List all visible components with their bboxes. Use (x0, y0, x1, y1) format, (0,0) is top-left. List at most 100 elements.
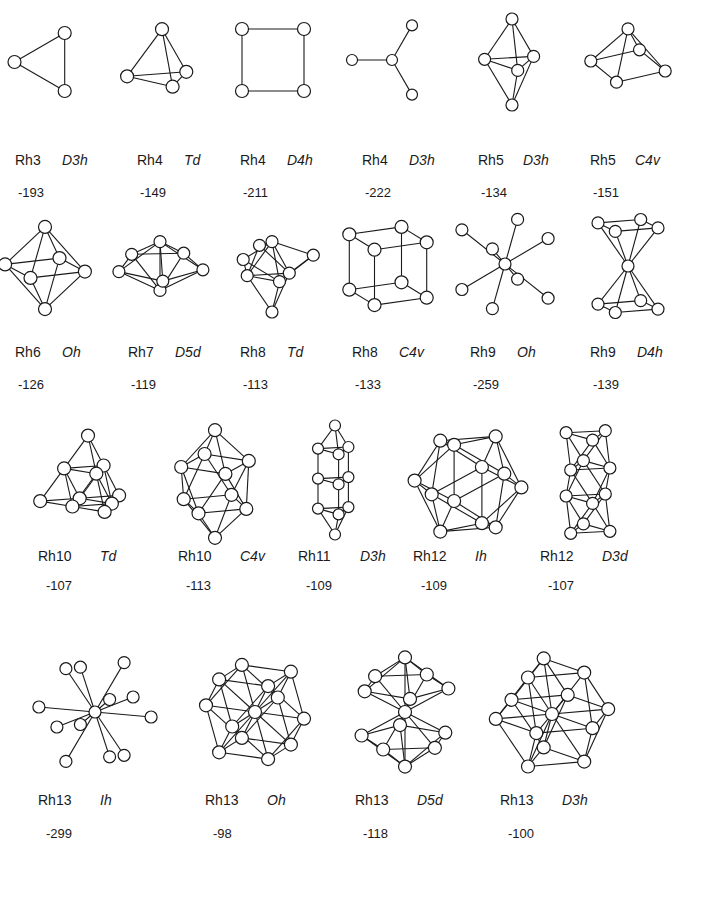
point-group: D3h (62, 151, 88, 169)
bond-line (426, 242, 427, 297)
rh-atom (343, 228, 356, 241)
bond-line (432, 441, 441, 495)
bond-line (544, 658, 552, 714)
bond-line (552, 714, 584, 762)
bond-line (39, 707, 95, 712)
bond-line (405, 733, 445, 767)
rh-atom (209, 531, 222, 544)
rh-atom (599, 488, 611, 500)
bond-line (242, 665, 255, 712)
bond-line (66, 712, 95, 761)
bond-line (5, 264, 45, 309)
rh-atom (486, 303, 498, 315)
point-group: C4v (635, 151, 660, 169)
point-group: Oh (267, 791, 286, 809)
bond-line (80, 667, 95, 712)
bond-line (485, 56, 534, 59)
rh-atom (237, 254, 249, 266)
bond-line (255, 712, 268, 759)
rh-atom (343, 442, 354, 453)
relative-energy: -109 (306, 577, 332, 595)
rh-atom (522, 760, 535, 773)
rh-atom (213, 746, 226, 759)
bond-line (454, 445, 455, 501)
bond-line (405, 657, 448, 688)
cluster-12 (34, 429, 126, 518)
rh-atom (113, 266, 125, 278)
rh-atom (274, 276, 286, 288)
rh-atom (434, 434, 447, 447)
relative-energy: -126 (18, 376, 44, 394)
rh-atom (428, 741, 441, 754)
rh-atom (420, 236, 433, 249)
rh-atom (546, 708, 559, 721)
rh-atom (333, 509, 344, 520)
bond-line (462, 230, 505, 264)
bond-line (242, 665, 278, 698)
bond-line (615, 266, 628, 313)
rh-atom (8, 56, 21, 69)
rh-atom (235, 658, 248, 671)
cluster-13 (175, 424, 256, 545)
bond-line (496, 678, 528, 719)
rh-atom (622, 260, 634, 272)
bond-line (268, 719, 304, 759)
rh-atom (266, 236, 278, 248)
cluster-14 (313, 420, 354, 540)
cluster-formula: Rh5 (590, 151, 616, 169)
rh-atom (219, 467, 232, 480)
rh-atom (118, 749, 130, 761)
rh-atom (78, 265, 91, 278)
bond-line (242, 28, 304, 29)
rh-atom (542, 292, 554, 304)
bond-line (232, 727, 268, 760)
bond-line (162, 29, 186, 72)
cluster-formula: Rh11 (298, 547, 330, 565)
cluster-9 (343, 220, 433, 311)
bond-line (127, 72, 186, 77)
rh-atom (652, 222, 664, 234)
bond-line (512, 658, 544, 699)
bond-line (15, 62, 65, 91)
rh-atom (635, 295, 647, 307)
cluster-17 (33, 657, 157, 768)
point-group: Oh (517, 343, 536, 361)
rh-atom (262, 753, 275, 766)
bond-line (481, 467, 482, 523)
rh-atom (659, 65, 671, 77)
bond-line (119, 242, 160, 272)
cluster-6 (0, 220, 91, 315)
bond-line (255, 672, 291, 712)
bond-line (184, 495, 232, 499)
rh-atom (284, 665, 297, 678)
rh-atom (90, 467, 103, 480)
rh-atom (98, 505, 111, 518)
relative-energy: -109 (421, 577, 447, 595)
rh-atom (209, 424, 222, 437)
rh-atom (587, 434, 599, 446)
bond-line (505, 239, 548, 265)
rh-atom (166, 80, 179, 93)
bond-line (206, 705, 242, 738)
cluster-formula: Rh4 (240, 151, 266, 169)
cluster-formula: Rh4 (137, 151, 163, 169)
bond-line (591, 29, 628, 61)
cluster-formula: Rh10 (38, 547, 71, 565)
rh-atom (118, 657, 130, 669)
rh-atom (369, 670, 382, 683)
bond-line (5, 258, 59, 264)
cluster-19 (355, 651, 455, 773)
point-group: Oh (62, 343, 81, 361)
bond-line (184, 454, 205, 499)
bond-line (15, 33, 65, 62)
relative-energy: -107 (548, 577, 574, 595)
rh-atom (24, 271, 37, 284)
bond-line (440, 527, 495, 531)
rh-atom (420, 291, 433, 304)
rh-atom (407, 89, 418, 100)
cluster-5 (585, 23, 671, 88)
rh-atom (121, 70, 134, 83)
cluster-2 (236, 23, 311, 98)
rh-atom (512, 64, 524, 76)
bond-line (496, 436, 522, 487)
